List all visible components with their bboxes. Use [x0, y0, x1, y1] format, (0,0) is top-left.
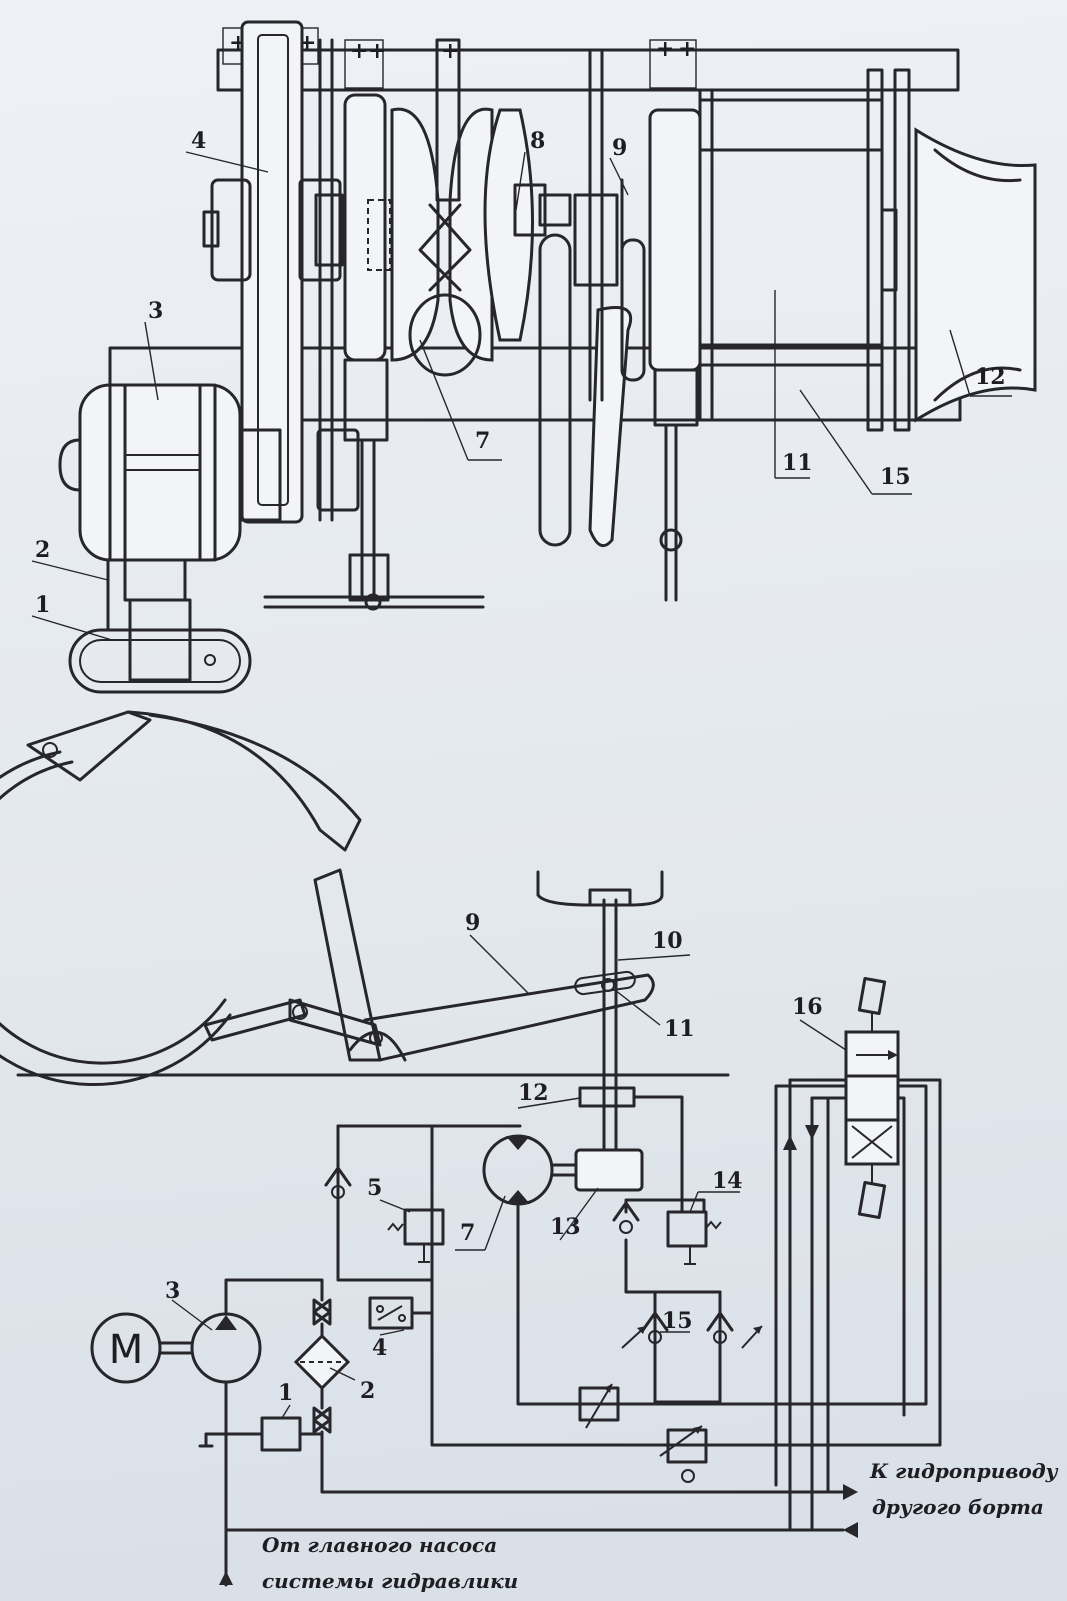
motor-letter: M [109, 1327, 144, 1373]
top-view-labels: 4 3 2 1 7 8 9 11 15 12 [31, 128, 1012, 641]
relief-valve-1 [260, 1416, 302, 1452]
left-brake-disk [263, 93, 485, 611]
label-mid-11: 11 [664, 1016, 695, 1042]
label-sch-14: 14 [712, 1168, 743, 1194]
coupling-12 [578, 1086, 636, 1108]
cable-drum [483, 108, 633, 548]
label-sch-1: 1 [278, 1380, 293, 1406]
label-top-15: 15 [880, 464, 911, 490]
svg-text:+: + [368, 38, 386, 64]
label-sch-7: 7 [460, 1220, 475, 1246]
label-top-7: 7 [475, 428, 490, 454]
label-top-3: 3 [148, 298, 163, 324]
valve-14 [666, 1210, 708, 1248]
label-top-2: 2 [35, 537, 50, 563]
label-mid-10: 10 [652, 928, 683, 954]
label-sch-4: 4 [372, 1335, 387, 1361]
windlass-plan-view: +++++++ [58, 20, 1037, 694]
label-sch-12: 12 [518, 1080, 549, 1106]
scheme-labels: 3 1 2 4 5 7 12 13 14 15 16 [165, 994, 847, 1419]
label-sch-5: 5 [367, 1175, 382, 1201]
label-sch-15: 15 [662, 1308, 693, 1334]
chain-wheel [390, 38, 494, 377]
note-from-pump-line2: системы гидравлики [262, 1569, 518, 1593]
note-to-other-side-line1: К гидроприводу [869, 1459, 1059, 1483]
directional-valve-16 [844, 977, 900, 1219]
electric-motor [58, 383, 360, 562]
valve-5 [403, 1208, 445, 1246]
scheme-notes: К гидроприводу другого борта От главного… [262, 1459, 1059, 1593]
label-top-1: 1 [35, 592, 50, 618]
svg-text:+: + [350, 38, 368, 64]
label-top-11: 11 [782, 450, 813, 476]
label-sch-16: 16 [792, 994, 823, 1020]
motor-symbol [90, 1312, 162, 1384]
label-mid-9: 9 [465, 910, 480, 936]
band-brake-view [0, 710, 730, 1087]
label-top-12: 12 [975, 364, 1006, 390]
note-to-other-side-line2: другого борта [872, 1495, 1044, 1519]
label-top-8: 8 [530, 128, 545, 154]
warping-head [866, 68, 1037, 432]
middle-view-labels: 9 10 11 [465, 910, 695, 1042]
svg-text:+: + [656, 36, 674, 62]
right-brake-disk [648, 88, 714, 602]
label-top-4: 4 [191, 128, 206, 154]
throttle-group-15 [653, 1290, 722, 1404]
hydraulic-scheme: M [90, 977, 942, 1587]
label-sch-3: 3 [165, 1278, 180, 1304]
svg-text:+: + [441, 38, 459, 64]
svg-text:+: + [678, 36, 696, 62]
note-from-pump-line1: От главного насоса [262, 1533, 497, 1557]
frame-top-rail [216, 48, 960, 92]
manual-brake-assembly [68, 558, 252, 694]
brake-cylinder-13 [574, 1148, 644, 1192]
label-top-9: 9 [612, 135, 627, 161]
label-sch-2: 2 [360, 1378, 375, 1404]
